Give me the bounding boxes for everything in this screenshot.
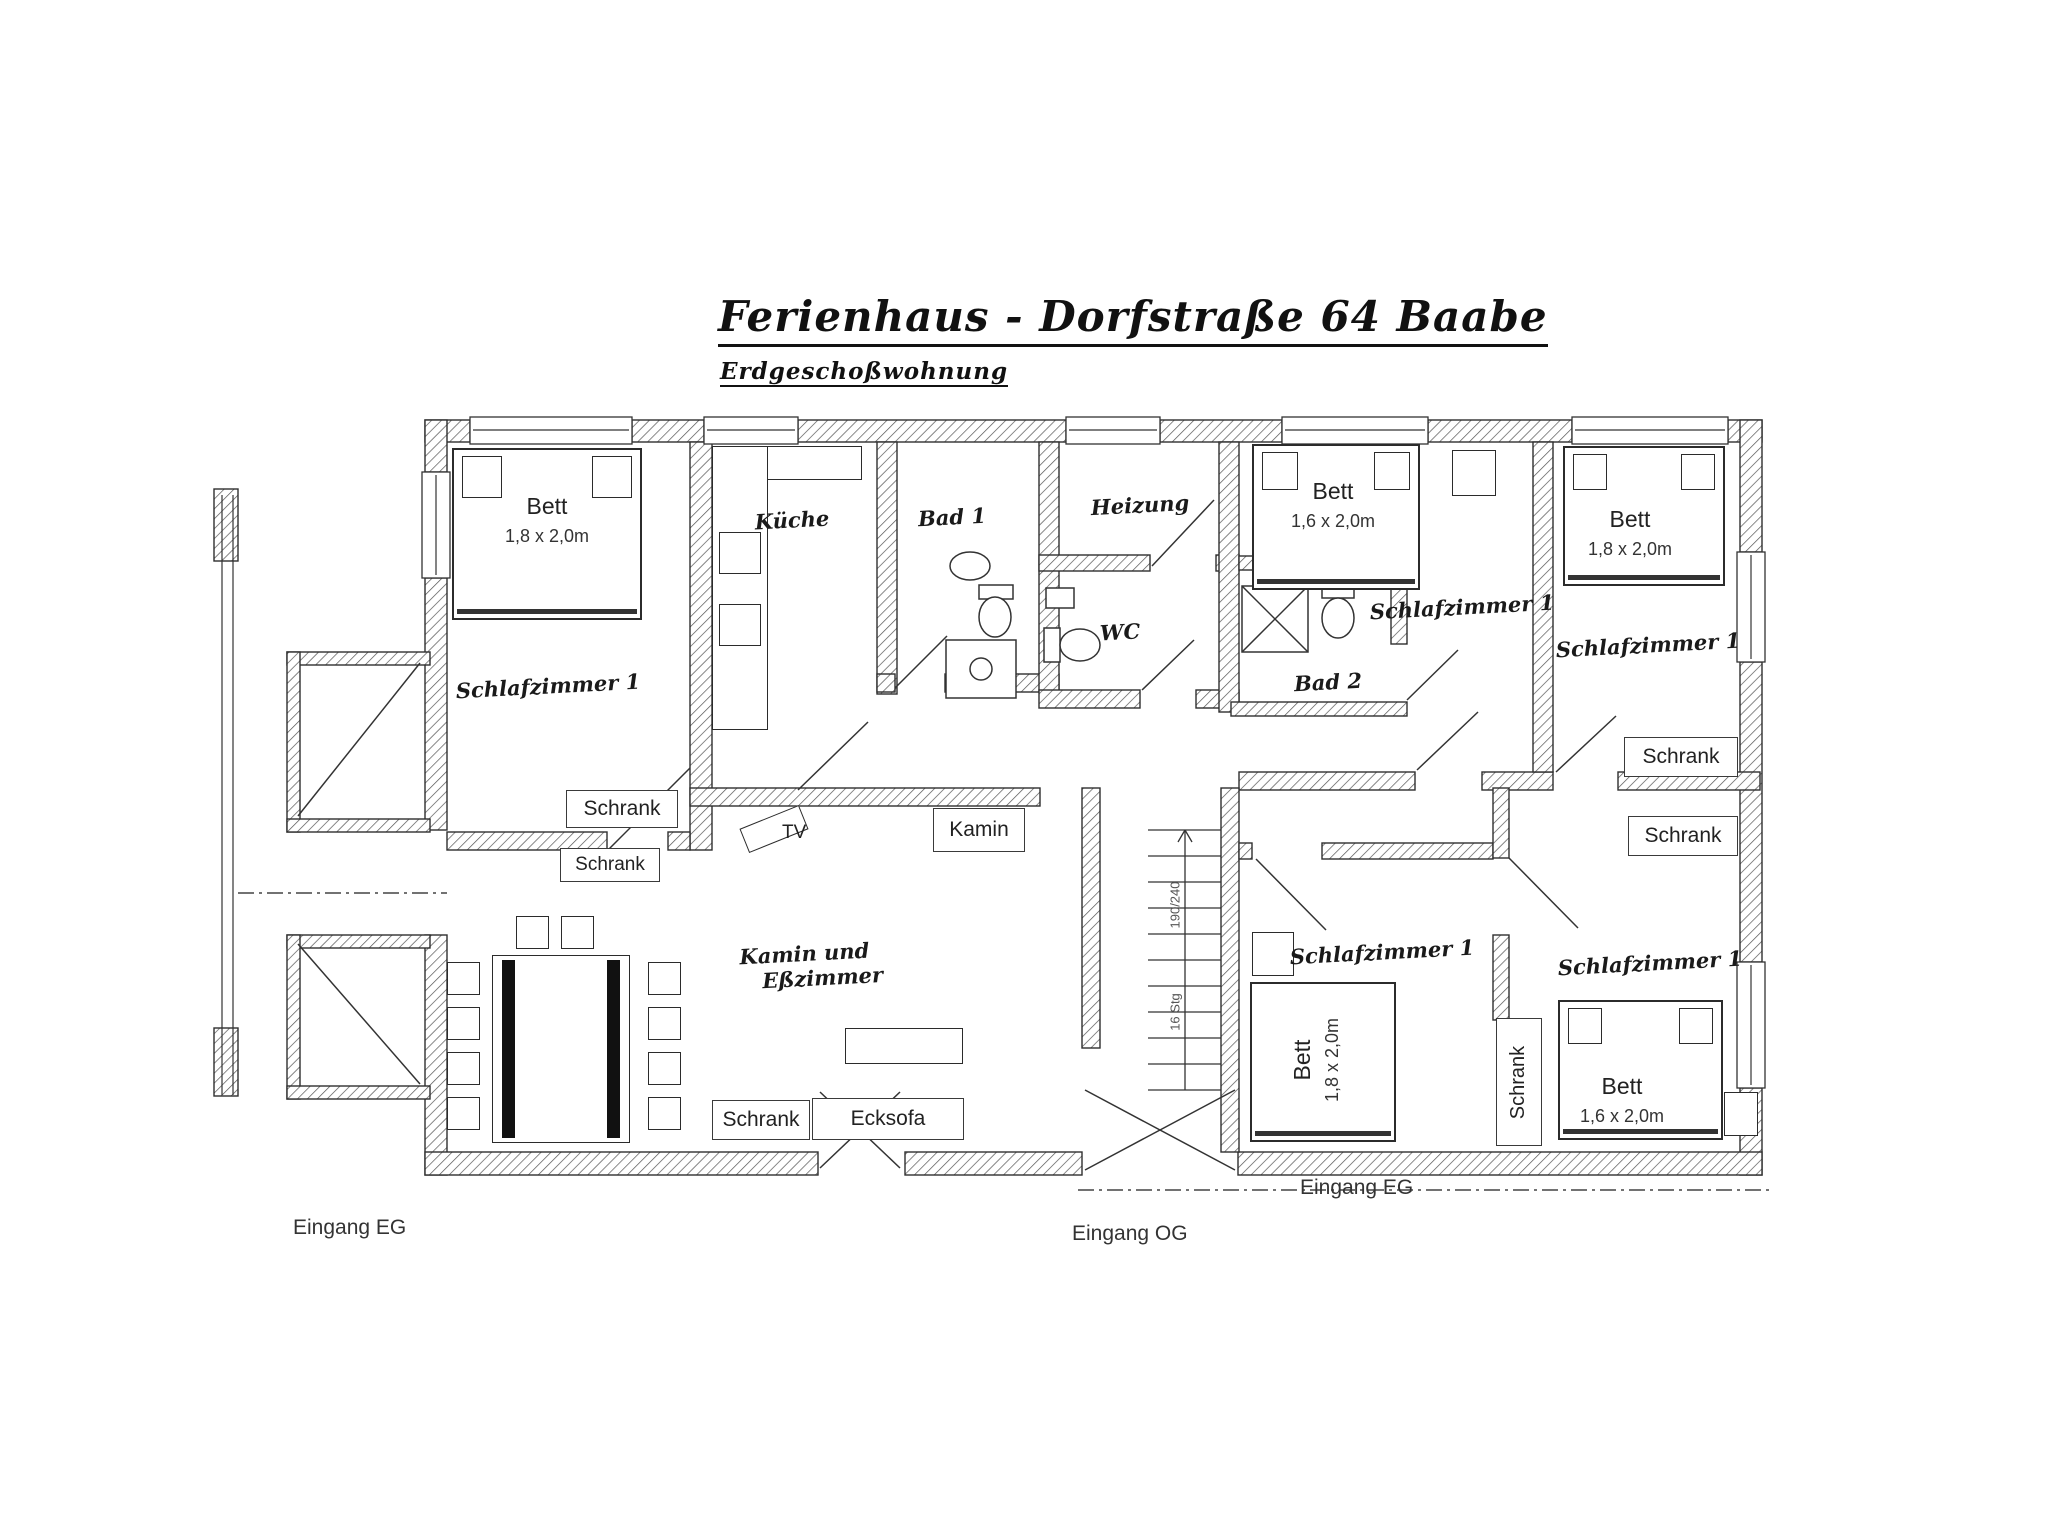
entrance-label-og: Eingang OG — [1072, 1222, 1188, 1245]
entrance-label-eg-right: Eingang EG — [1300, 1176, 1414, 1199]
pillow — [462, 456, 502, 498]
room-label-heizung: Heizung — [1090, 489, 1190, 521]
schrank-label: Schrank — [1644, 824, 1722, 847]
page-title: Ferienhaus - Dorfstraße 64 Baabe — [718, 292, 1548, 347]
kamin-label: Kamin — [949, 818, 1009, 841]
bed-size: 1,6 x 2,0m — [1579, 1106, 1665, 1126]
chair — [516, 916, 549, 949]
room-label-wc: WC — [1099, 618, 1141, 646]
bed-name: Bett — [1289, 1039, 1315, 1081]
chair — [447, 1052, 480, 1085]
room-label-bad1: Bad 1 — [917, 502, 987, 532]
bed-name: Bett — [1312, 478, 1354, 504]
room-label-kueche: Küche — [754, 505, 830, 535]
bed-size: 1,8 x 2,0m — [1587, 539, 1673, 559]
bed-name: Bett — [1609, 506, 1651, 532]
bed-size: 1,6 x 2,0m — [1290, 511, 1376, 531]
chair — [561, 916, 594, 949]
bed-label-tl: Bett 1,8 x 2,0m — [505, 493, 589, 547]
bed-foot — [1257, 579, 1415, 584]
schrank-box-vertical: Schrank — [1496, 1018, 1542, 1146]
bed-foot — [1563, 1129, 1718, 1134]
bed-name: Bett — [1601, 1073, 1643, 1099]
nightstand — [1252, 932, 1294, 976]
kitchen-counter — [712, 446, 768, 730]
ecksofa-box: Ecksofa — [812, 1098, 964, 1140]
chair — [648, 962, 681, 995]
chair — [648, 1097, 681, 1130]
pillow — [1568, 1008, 1602, 1044]
pillow — [1681, 454, 1715, 490]
bed-right-top — [1563, 446, 1725, 586]
page-subtitle: Erdgeschoßwohnung — [720, 358, 1009, 387]
bed-name: Bett — [526, 493, 568, 519]
pillow — [1262, 452, 1298, 490]
schrank-label: Schrank — [575, 854, 645, 875]
bed-foot — [457, 609, 637, 614]
kitchen-sink — [719, 532, 761, 574]
schrank-label: Schrank — [1642, 745, 1720, 768]
pillow — [592, 456, 632, 498]
schrank-box-rb: Schrank — [1628, 816, 1738, 856]
chair — [648, 1007, 681, 1040]
chair — [648, 1052, 681, 1085]
schrank-box-sofa: Schrank — [712, 1100, 810, 1140]
bed-label-rt: Bett 1,8 x 2,0m — [1588, 506, 1672, 560]
schrank-label: Schrank — [722, 1108, 800, 1131]
stairs-dimension: 190/240 — [1167, 881, 1183, 929]
bench — [502, 960, 515, 1138]
schrank-box-bedroom-tl: Schrank — [566, 790, 678, 828]
kitchen-stove — [719, 604, 761, 646]
bed-label-mb: Bett 1,8 x 2,0m — [1289, 1018, 1343, 1102]
kamin-box: Kamin — [933, 808, 1025, 852]
tv-label: TV — [782, 822, 807, 843]
pillow — [1573, 454, 1607, 490]
bed-mid-top — [1252, 444, 1420, 590]
bed-top-left — [452, 448, 642, 620]
schrank-box-rt: Schrank — [1624, 737, 1738, 777]
ecksofa-label: Ecksofa — [850, 1107, 926, 1130]
schrank-box-living: Schrank — [560, 848, 660, 882]
bed-label-mt: Bett 1,6 x 2,0m — [1291, 478, 1375, 532]
entrance-label-eg-left: Eingang EG — [293, 1216, 407, 1239]
bed-right-bottom — [1558, 1000, 1723, 1140]
bed-foot — [1568, 575, 1720, 580]
chair — [447, 1097, 480, 1130]
pillow — [1679, 1008, 1713, 1044]
nightstand — [1724, 1092, 1758, 1136]
room-label-wohnzimmer: Kamin und Eßzimmer — [726, 937, 884, 995]
bed-foot — [1255, 1131, 1391, 1136]
schrank-label: Schrank — [1507, 1045, 1530, 1119]
bench — [607, 960, 620, 1138]
chair — [447, 962, 480, 995]
room-label-bad2: Bad 2 — [1293, 667, 1363, 697]
bed-size: 1,8 x 2,0m — [1322, 1017, 1342, 1103]
bed-mid-bottom — [1250, 982, 1396, 1142]
stairs-steps: 16 Stg — [1167, 993, 1183, 1031]
nightstand — [1452, 450, 1496, 496]
schrank-label: Schrank — [583, 797, 661, 820]
bed-size: 1,8 x 2,0m — [504, 526, 590, 546]
side-table — [845, 1028, 963, 1064]
chair — [447, 1007, 480, 1040]
pillow — [1374, 452, 1410, 490]
bed-label-rb: Bett 1,6 x 2,0m — [1580, 1073, 1664, 1127]
